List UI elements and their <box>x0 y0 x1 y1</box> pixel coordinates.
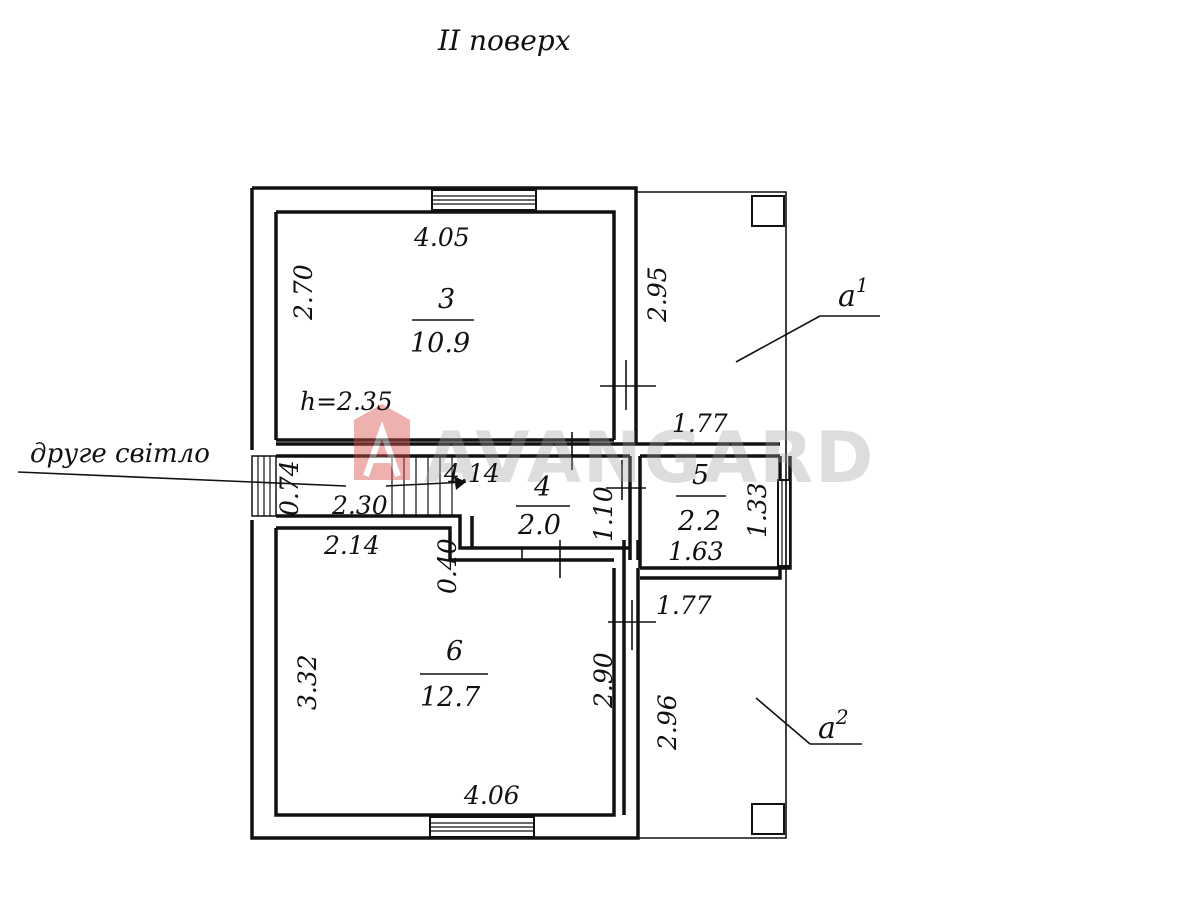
dim-stair-length: 2.30 <box>331 491 388 520</box>
room-3: 3 10.9 <box>410 284 474 359</box>
stair-arrow-icon <box>454 476 466 490</box>
dim-step-depth: 0.40 <box>433 538 462 594</box>
dim-r6-right: 2.90 <box>589 652 618 709</box>
second-light-label: друге світло <box>30 439 210 469</box>
dim-a2-width: 1.77 <box>656 591 712 620</box>
room-4-area: 2.0 <box>517 510 561 541</box>
room-4: 4 2.0 <box>516 472 570 541</box>
room-6-area: 12.7 <box>420 682 481 713</box>
dim-corridor-length: 4.14 <box>443 459 500 488</box>
room-4-number: 4 <box>533 472 551 503</box>
window-top <box>431 189 537 211</box>
second-light-leader <box>17 471 347 487</box>
watermark <box>354 404 410 480</box>
room-6: 6 12.7 <box>420 636 488 713</box>
window-bottom <box>429 816 535 838</box>
watermark-logo-icon <box>354 404 410 480</box>
interior-walls <box>276 438 792 815</box>
room-3-number: 3 <box>438 284 455 315</box>
dim-a1-width: 1.77 <box>672 409 728 438</box>
dim-ceiling-height: h=2.35 <box>300 387 393 416</box>
terrace-a2-label: a2 <box>818 705 849 746</box>
dim-stair-width: 0.74 <box>275 460 304 516</box>
dim-r5-width: 1.63 <box>668 537 724 566</box>
dim-r4-height: 1.10 <box>589 486 618 542</box>
room-3-area: 10.9 <box>410 328 470 359</box>
room-6-number: 6 <box>446 636 463 667</box>
plan-title: II поверх <box>437 24 571 57</box>
room-5-number: 5 <box>692 460 709 491</box>
room-5-area: 2.2 <box>677 506 721 537</box>
dim-r5-height: 1.33 <box>743 482 772 538</box>
column-top <box>751 195 785 227</box>
stair-hatch <box>251 455 277 517</box>
terrace-outline <box>636 191 880 839</box>
terrace-a1-label: a1 <box>838 273 869 314</box>
watermark-text: AVANGARD <box>424 417 875 499</box>
dim-a2-right: 2.96 <box>653 694 682 751</box>
column-bottom <box>751 803 785 835</box>
door-markers <box>521 360 656 650</box>
dim-r3-width: 4.05 <box>413 223 470 252</box>
dim-r3-right: 2.95 <box>643 266 672 323</box>
dim-r6-width: 4.06 <box>463 781 520 810</box>
staircase <box>385 456 467 516</box>
room-5: 5 2.2 <box>676 460 726 537</box>
dim-r6-left: 3.32 <box>293 654 322 710</box>
dim-step-width: 2.14 <box>323 531 380 560</box>
dim-r3-height: 2.70 <box>289 264 318 321</box>
